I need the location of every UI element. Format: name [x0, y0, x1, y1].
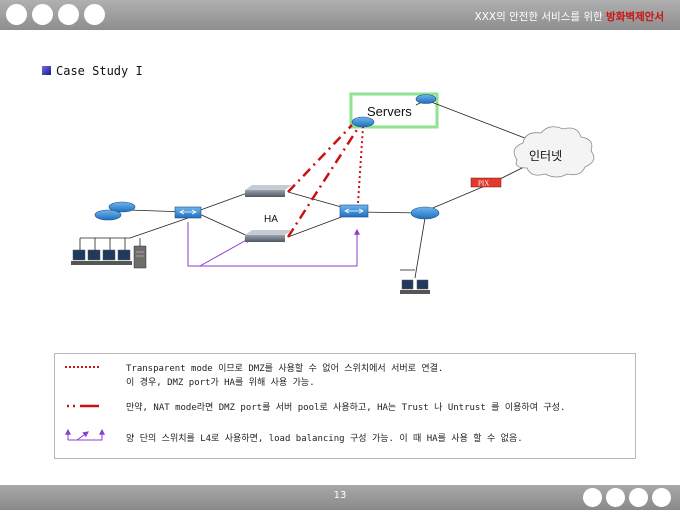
router-icon — [94, 209, 122, 221]
pc-icon — [400, 279, 415, 294]
pc-icon — [101, 249, 117, 265]
section-title: Case Study I — [56, 64, 143, 78]
legend-item-1-line-2: 이 경우, DMZ port가 HA를 위해 사용 가능. — [126, 378, 315, 388]
header-dot-2 — [32, 4, 53, 25]
firewall-appliance-icon — [245, 185, 292, 197]
header-dot-1 — [6, 4, 27, 25]
footer-dot-1 — [583, 488, 602, 507]
server-tower-icon — [133, 245, 147, 269]
pix-firewall — [470, 177, 502, 188]
header-dot-3 — [58, 4, 79, 25]
header-title-prefix: XXX의 안전한 서비스를 위한 — [474, 11, 607, 23]
legend-item-3: 양 단의 스위치를 L4로 사용하면, load balancing 구성 가능… — [126, 434, 523, 444]
servers-label: Servers — [367, 104, 412, 119]
footer-dot-3 — [629, 488, 648, 507]
top-bar: XXX의 안전한 서비스를 위한 방화벽제안서 — [0, 0, 680, 30]
pix-label: PIX — [478, 180, 489, 188]
bullet-icon — [42, 66, 51, 75]
ha-label: HA — [264, 214, 278, 225]
l4-link — [187, 222, 360, 267]
header-title-accent: 방화벽제안서 — [606, 11, 664, 23]
router-icon — [410, 206, 440, 220]
connection-lines — [79, 99, 531, 279]
pc-icon — [86, 249, 102, 265]
pc-icon — [116, 249, 132, 265]
pc-icon — [415, 279, 430, 294]
legend-symbols — [65, 366, 105, 441]
page-number: 13 — [333, 490, 347, 501]
legend-item-2: 만약, NAT mode라면 DMZ port를 서버 pool로 사용하고, … — [126, 403, 566, 413]
header-title: XXX의 안전한 서비스를 위한 방화벽제안서 — [475, 9, 665, 24]
router-icon — [108, 201, 136, 213]
legend-item-1-line-1: Transparent mode 이므로 DMZ를 사용할 수 없어 스위치에서… — [126, 364, 444, 374]
internet-cloud-icon — [513, 126, 595, 178]
switch-icon — [339, 204, 369, 218]
router-icon — [351, 116, 375, 128]
firewall-appliance-icon — [245, 230, 292, 242]
pc-icon — [71, 249, 87, 265]
legend-box: Transparent mode 이므로 DMZ를 사용할 수 없어 스위치에서… — [54, 353, 636, 459]
transparent-link — [357, 126, 364, 204]
bottom-bar: 13 — [0, 485, 680, 510]
footer-dot-2 — [606, 488, 625, 507]
header-dot-4 — [84, 4, 105, 25]
internet-label: 인터넷 — [529, 149, 562, 163]
router-icon — [415, 94, 437, 104]
footer-dot-4 — [652, 488, 671, 507]
legend-purple-arrow-symbol — [65, 428, 105, 441]
nat-links — [286, 124, 362, 238]
network-diagram: Servers — [71, 92, 595, 294]
switch-icon — [174, 206, 202, 219]
